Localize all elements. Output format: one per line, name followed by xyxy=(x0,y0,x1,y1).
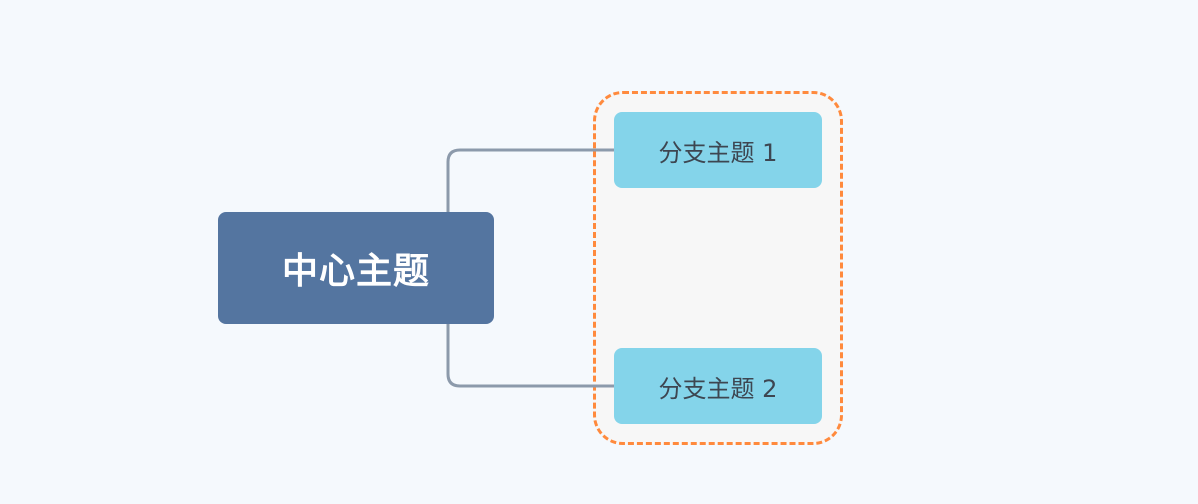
branch-topic-2[interactable]: 分支主题 2 xyxy=(614,348,822,424)
branch-topic-1-label: 分支主题 1 xyxy=(658,138,778,167)
branch-topic-1[interactable]: 分支主题 1 xyxy=(614,112,822,188)
central-topic[interactable]: 中心主题 xyxy=(218,212,494,324)
connector-to-branch-2 xyxy=(446,322,616,388)
branch-topic-2-label: 分支主题 2 xyxy=(658,374,778,403)
central-topic-label: 中心主题 xyxy=(281,251,430,292)
connector-to-branch-1 xyxy=(446,148,616,214)
